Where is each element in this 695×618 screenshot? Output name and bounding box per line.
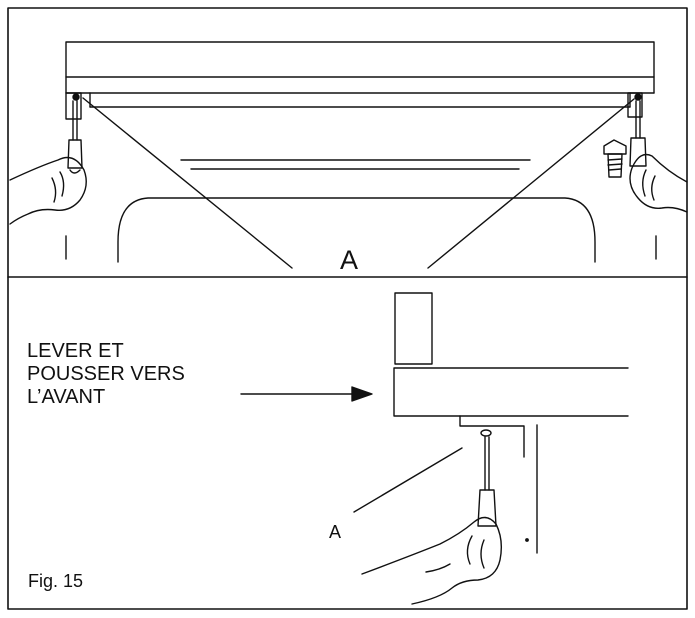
hand-screwdriver-left (9, 100, 87, 225)
screw-detail-icon (603, 139, 627, 178)
instruction-line-3: L’AVANT (27, 386, 106, 408)
callout-line-left (82, 97, 293, 269)
screwdriver-bottom (477, 436, 497, 527)
hand-screwdriver-right (629, 100, 688, 213)
bottom-panel-side-view (240, 292, 629, 605)
hand-bottom (361, 516, 503, 605)
callout-line-bottom (353, 447, 463, 513)
drawer-front (65, 41, 655, 78)
screw-right (634, 93, 642, 101)
drawer-slab (393, 367, 629, 417)
screw-hole (480, 429, 492, 437)
instruction-line-2: POUSSER VERS (27, 363, 185, 385)
instruction-line-1: LEVER ET (27, 340, 124, 362)
instruction-text: LEVER ET POUSSER VERS L’AVANT (27, 340, 185, 409)
figure-caption: Fig. 15 (28, 571, 84, 591)
callout-label-a-top: A (340, 245, 359, 275)
appliance-arch (117, 197, 596, 263)
callout-label-a-bottom: A (329, 522, 342, 542)
upper-block (394, 292, 433, 365)
callout-line-right (427, 98, 635, 269)
top-panel-front-view (9, 41, 688, 269)
screw-left (72, 93, 80, 101)
outer-frame (7, 7, 688, 610)
